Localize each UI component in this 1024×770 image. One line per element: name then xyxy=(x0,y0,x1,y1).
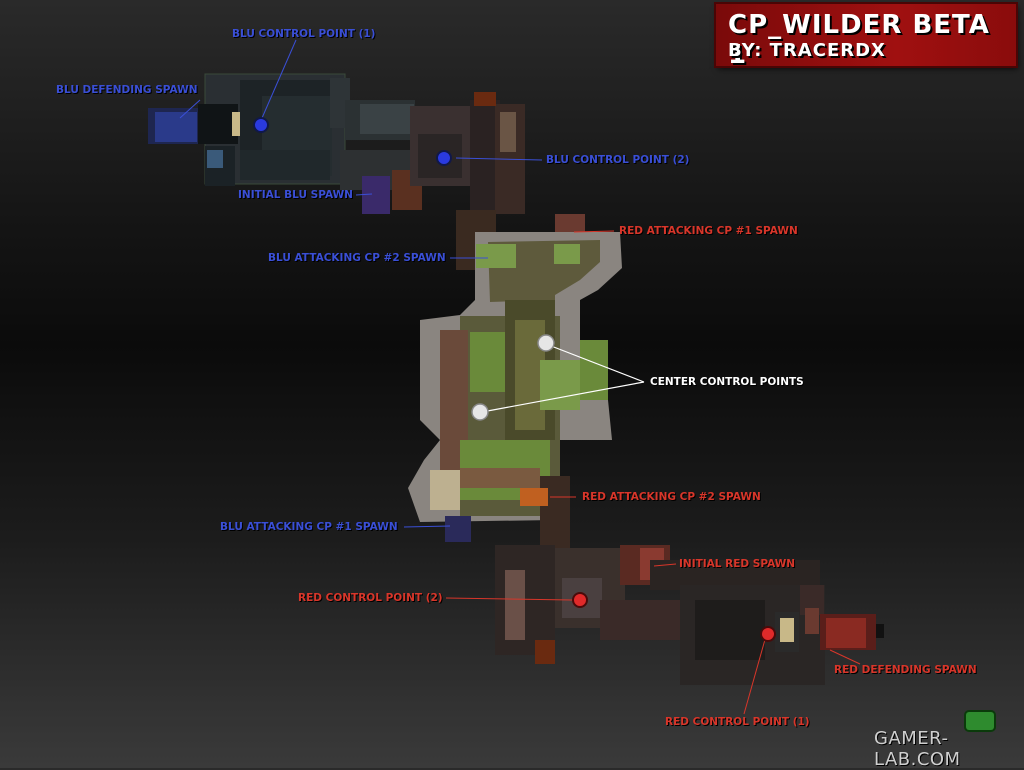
title-banner: CP_WILDER BETA 1 BY: TRACERDX xyxy=(716,4,1016,70)
label-blu-control-point-2: BLU CONTROL POINT (2) xyxy=(546,154,690,166)
label-red-control-point-2: RED CONTROL POINT (2) xyxy=(298,592,443,604)
label-red-defending-spawn: RED DEFENDING SPAWN xyxy=(834,664,977,676)
red-control-point-1-marker xyxy=(760,626,776,642)
label-red-control-point-1: RED CONTROL POINT (1) xyxy=(665,716,810,728)
label-blu-attacking-cp1-spawn: BLU ATTACKING CP #1 SPAWN xyxy=(220,521,398,533)
leader-lines xyxy=(179,39,861,715)
label-blu-defending-spawn: BLU DEFENDING SPAWN xyxy=(56,84,198,96)
blu-defending-spawn-room xyxy=(155,112,197,142)
label-blu-attacking-cp2-spawn: BLU ATTACKING CP #2 SPAWN xyxy=(268,252,446,264)
label-red-attacking-cp1-spawn: RED ATTACKING CP #1 SPAWN xyxy=(619,225,798,237)
label-red-attacking-cp2-spawn: RED ATTACKING CP #2 SPAWN xyxy=(582,491,761,503)
initial-blu-spawn-room xyxy=(362,176,390,214)
map-title: CP_WILDER BETA 1 xyxy=(728,10,990,70)
blu-control-point-2-marker xyxy=(436,150,452,166)
red-defending-spawn-room xyxy=(826,618,866,648)
map-author: BY: TRACERDX xyxy=(728,40,886,61)
blu-control-point-1-marker xyxy=(253,117,269,133)
gamer-lab-logo-icon xyxy=(966,712,994,730)
label-initial-red-spawn: INITIAL RED SPAWN xyxy=(679,558,796,570)
center-control-point-b-marker xyxy=(471,403,489,421)
label-initial-blu-spawn: INITIAL BLU SPAWN xyxy=(238,189,353,201)
center-control-point-a-marker xyxy=(537,334,555,352)
control-point-markers xyxy=(253,117,776,642)
label-center-control-points: CENTER CONTROL POINTS xyxy=(650,376,804,388)
red-control-point-2-marker xyxy=(572,592,588,608)
watermark: GAMER-LAB.COM xyxy=(874,728,961,770)
blu-attacking-cp1-spawn-room xyxy=(445,516,471,542)
label-blu-control-point-1: BLU CONTROL POINT (1) xyxy=(232,28,376,40)
blu-base xyxy=(148,73,525,214)
